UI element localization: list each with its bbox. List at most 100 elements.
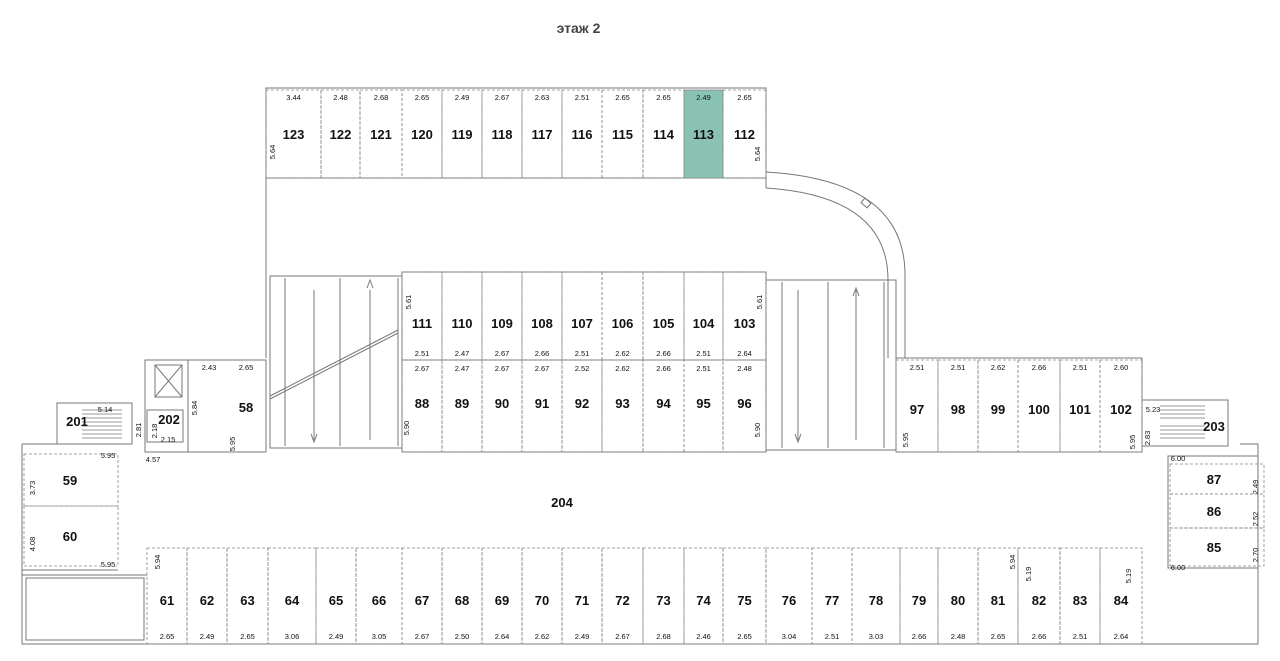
room-number: 76 [782, 593, 796, 608]
room-width: 2.67 [615, 632, 630, 641]
room-number: 92 [575, 396, 589, 411]
room-68[interactable]: 682.50 [441, 547, 483, 645]
room-number: 114 [653, 127, 675, 142]
room-83[interactable]: 832.51 [1059, 547, 1101, 645]
room-width: 2.51 [415, 349, 430, 358]
room-80[interactable]: 802.48 [937, 547, 979, 645]
room-93[interactable]: 932.62 [601, 359, 644, 453]
room-width: 2.65 [415, 93, 430, 102]
room-cells: 1233.441222.481212.681202.651192.491182.… [23, 89, 1265, 645]
room-94[interactable]: 942.66 [642, 359, 685, 453]
room-77[interactable]: 772.51 [811, 547, 853, 645]
room-70[interactable]: 702.62 [521, 547, 563, 645]
room-width: 2.66 [656, 364, 671, 373]
room-64[interactable]: 643.06 [267, 547, 317, 645]
room-width: 2.65 [615, 93, 630, 102]
room-number: 73 [656, 593, 670, 608]
room-71[interactable]: 712.49 [561, 547, 603, 645]
room-99[interactable]: 992.62 [977, 359, 1019, 453]
room-90[interactable]: 902.67 [481, 359, 523, 453]
room-width: 2.62 [535, 632, 550, 641]
svg-text:5.61: 5.61 [404, 295, 413, 310]
room-203[interactable]: 203 [1203, 419, 1225, 434]
room-202[interactable]: 202 [158, 412, 180, 427]
room-60[interactable]: 604.08 [23, 505, 119, 567]
room-width: 2.51 [575, 349, 590, 358]
room-96[interactable]: 962.48 [722, 359, 767, 453]
room-number: 75 [737, 593, 751, 608]
room-number: 118 [492, 127, 513, 142]
room-62[interactable]: 622.49 [186, 547, 228, 645]
room-84[interactable]: 842.64 [1099, 547, 1143, 645]
room-91[interactable]: 912.67 [521, 359, 563, 453]
room-58[interactable]: 58 [239, 400, 253, 415]
svg-text:2.18: 2.18 [150, 424, 159, 439]
room-73[interactable]: 732.68 [642, 547, 685, 645]
room-76[interactable]: 763.04 [765, 547, 813, 645]
room-67[interactable]: 672.67 [401, 547, 443, 645]
room-78[interactable]: 783.03 [851, 547, 901, 645]
room-79[interactable]: 792.66 [899, 547, 939, 645]
room-63[interactable]: 632.65 [226, 547, 269, 645]
room-number: 98 [951, 402, 965, 417]
room-59[interactable]: 593.73 [23, 453, 119, 507]
room-66[interactable]: 663.05 [355, 547, 403, 645]
svg-text:5.95: 5.95 [101, 451, 116, 460]
room-width: 2.65 [240, 632, 255, 641]
room-74[interactable]: 742.46 [683, 547, 724, 645]
room-number: 116 [572, 127, 593, 142]
svg-text:5.90: 5.90 [753, 423, 762, 438]
room-88[interactable]: 882.67 [401, 359, 443, 453]
room-width: 2.52 [575, 364, 590, 373]
room-75[interactable]: 752.65 [722, 547, 767, 645]
room-width: 3.04 [782, 632, 797, 641]
room-97[interactable]: 972.51 [895, 359, 939, 453]
room-number: 68 [455, 593, 469, 608]
room-69[interactable]: 692.64 [481, 547, 523, 645]
room-95[interactable]: 952.51 [683, 359, 724, 453]
svg-text:5.90: 5.90 [402, 421, 411, 436]
room-width: 2.51 [1073, 632, 1088, 641]
room-width: 2.65 [160, 632, 175, 641]
room-72[interactable]: 722.67 [601, 547, 644, 645]
room-82[interactable]: 822.66 [1017, 547, 1061, 645]
room-98[interactable]: 982.51 [937, 359, 979, 453]
room-number: 63 [240, 593, 254, 608]
room-92[interactable]: 922.52 [561, 359, 603, 453]
room-65[interactable]: 652.49 [315, 547, 357, 645]
room-201[interactable]: 201 [66, 414, 88, 429]
room-number: 110 [452, 316, 473, 331]
room-89[interactable]: 892.47 [441, 359, 483, 453]
room-number: 102 [1110, 402, 1132, 417]
room-width: 2.67 [495, 364, 510, 373]
room-61[interactable]: 612.65 [146, 547, 188, 645]
room-width: 2.48 [737, 364, 752, 373]
